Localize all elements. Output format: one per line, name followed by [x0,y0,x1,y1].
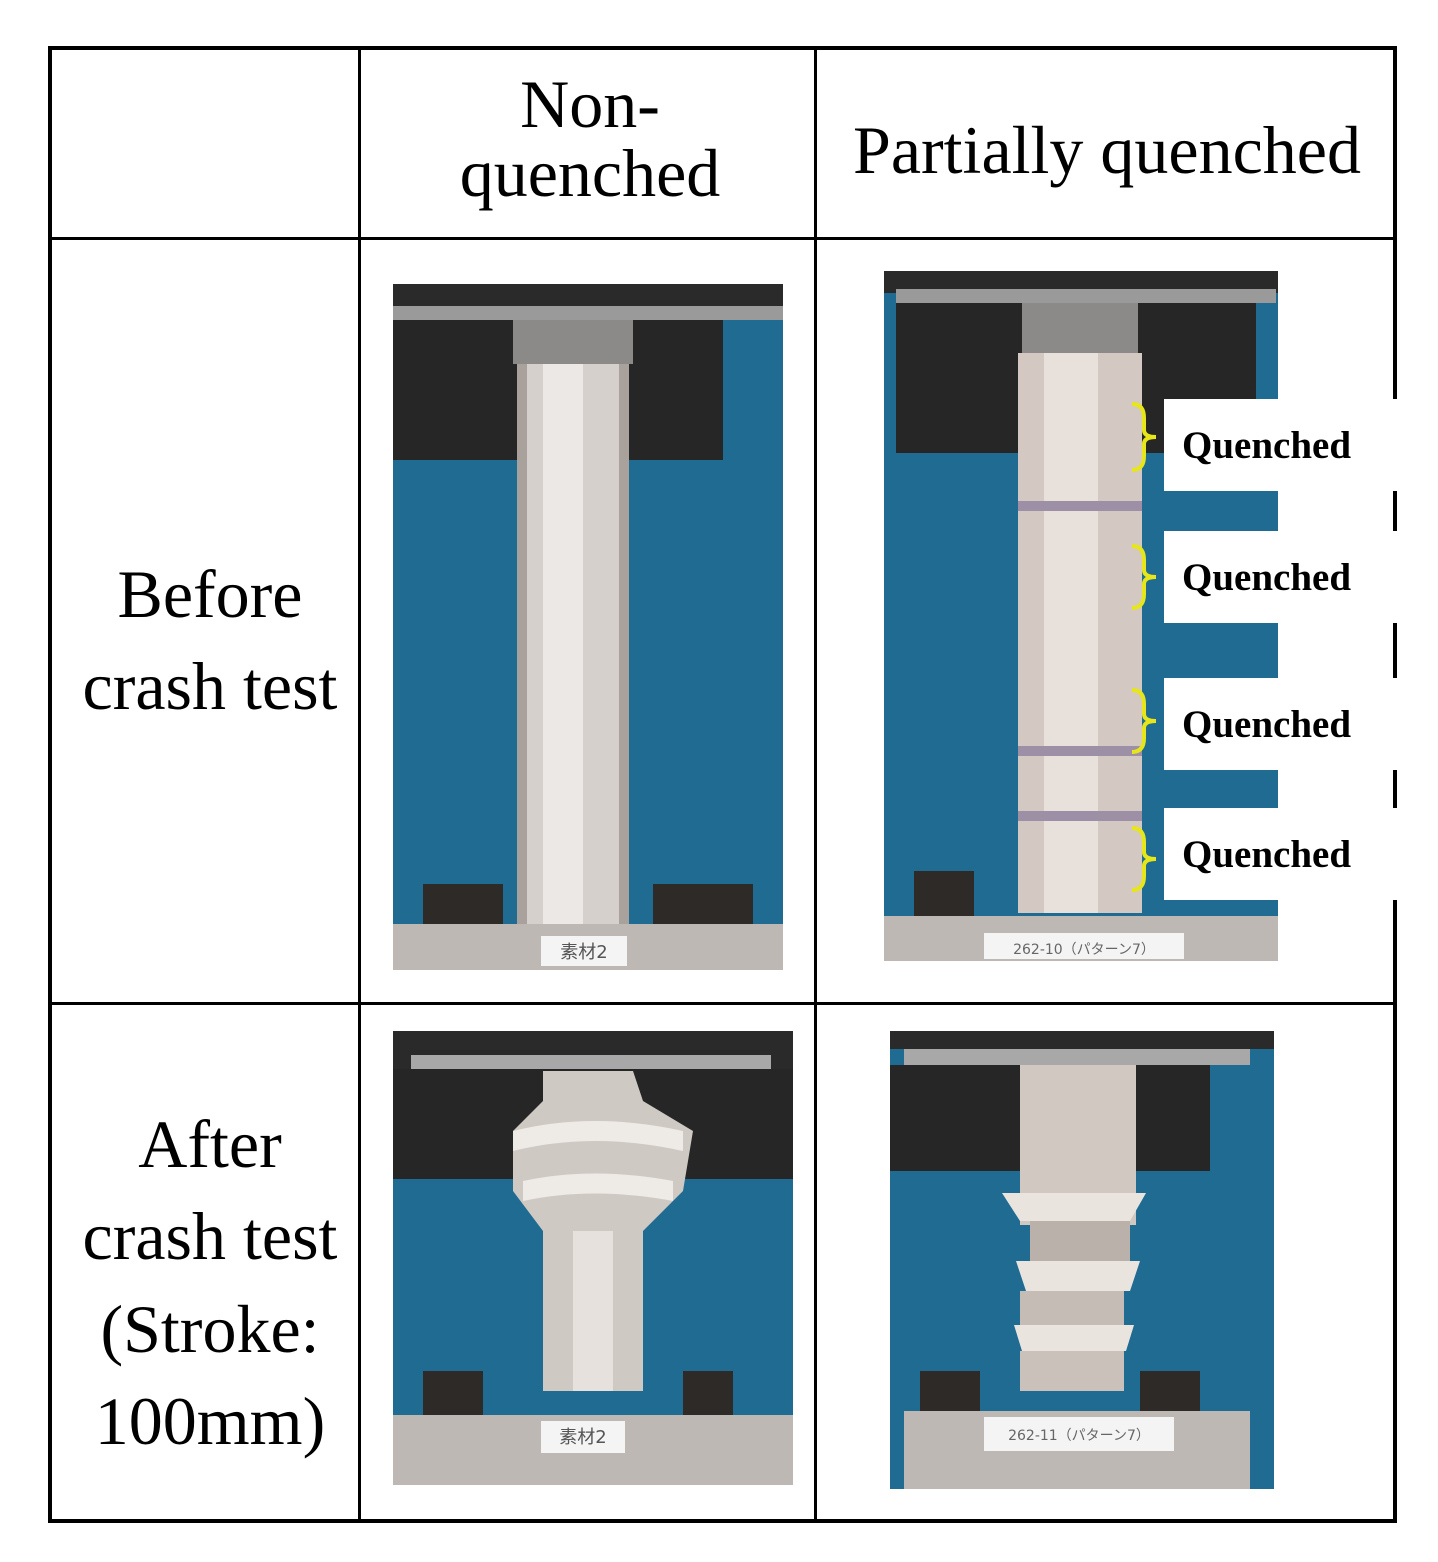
brace-icon [1131,826,1157,892]
brace-icon [1131,544,1157,610]
specimen-tag: 素材2 [559,1427,607,1448]
photo-before-non-quenched: 素材2 [393,284,783,970]
specimen-photo [393,284,783,970]
comparison-table: Non-quenched Partially quenched Before c… [48,46,1397,1523]
header-partially-quenched: Partially quenched [853,112,1361,188]
specimen-tag: 262-11（パターン7） [1008,1428,1150,1444]
row-label-after: After crash test (Stroke: 100mm) [82,1106,338,1460]
quenched-label: Quenched [1164,531,1398,623]
row-divider [52,237,1393,240]
column-divider [814,50,817,1519]
specimen-tag: 262-10（パターン7） [1013,942,1155,958]
specimen-photo [393,1031,793,1485]
quenched-label: Quenched [1164,808,1398,900]
header-non-quenched: Non-quenched [459,66,721,212]
quenched-label: Quenched [1164,399,1398,491]
specimen-photo [890,1031,1274,1489]
column-divider [358,50,361,1519]
specimen-tag: 素材2 [560,942,608,963]
brace-icon [1131,402,1157,472]
quenched-label: Quenched [1164,678,1398,770]
photo-after-non-quenched: 素材2 [393,1031,793,1485]
row-label-before: Before crash test [82,556,338,725]
brace-icon [1131,688,1157,754]
row-divider [52,1002,1393,1005]
header-empty-cell [52,50,358,237]
photo-after-partially-quenched: 262-11（パターン7） [890,1031,1274,1489]
